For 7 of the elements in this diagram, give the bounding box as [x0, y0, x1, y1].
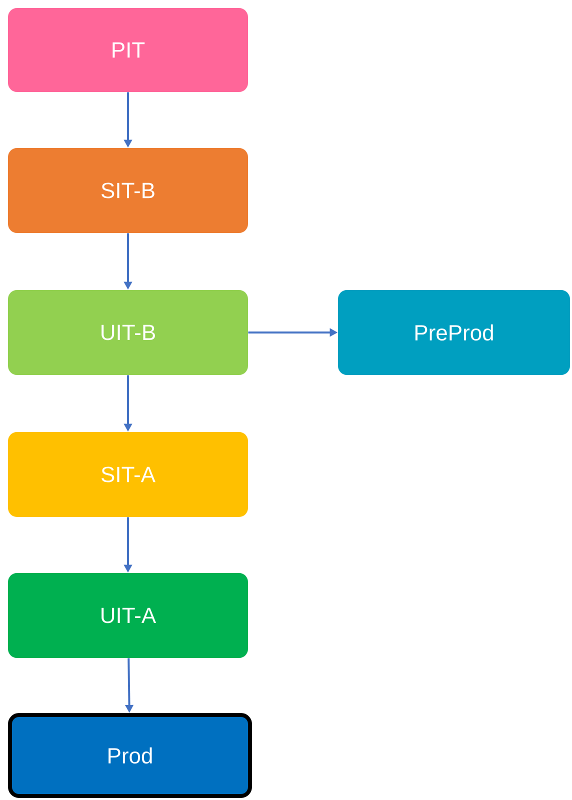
process-box: PreProd: [338, 290, 570, 375]
process-box: SIT-B: [8, 148, 248, 233]
process-box: SIT-A: [8, 432, 248, 517]
process-box: UIT-A: [8, 573, 248, 658]
process-box: PIT: [8, 8, 248, 92]
process-box: UIT-B: [8, 290, 248, 375]
process-box: Prod: [8, 713, 252, 798]
